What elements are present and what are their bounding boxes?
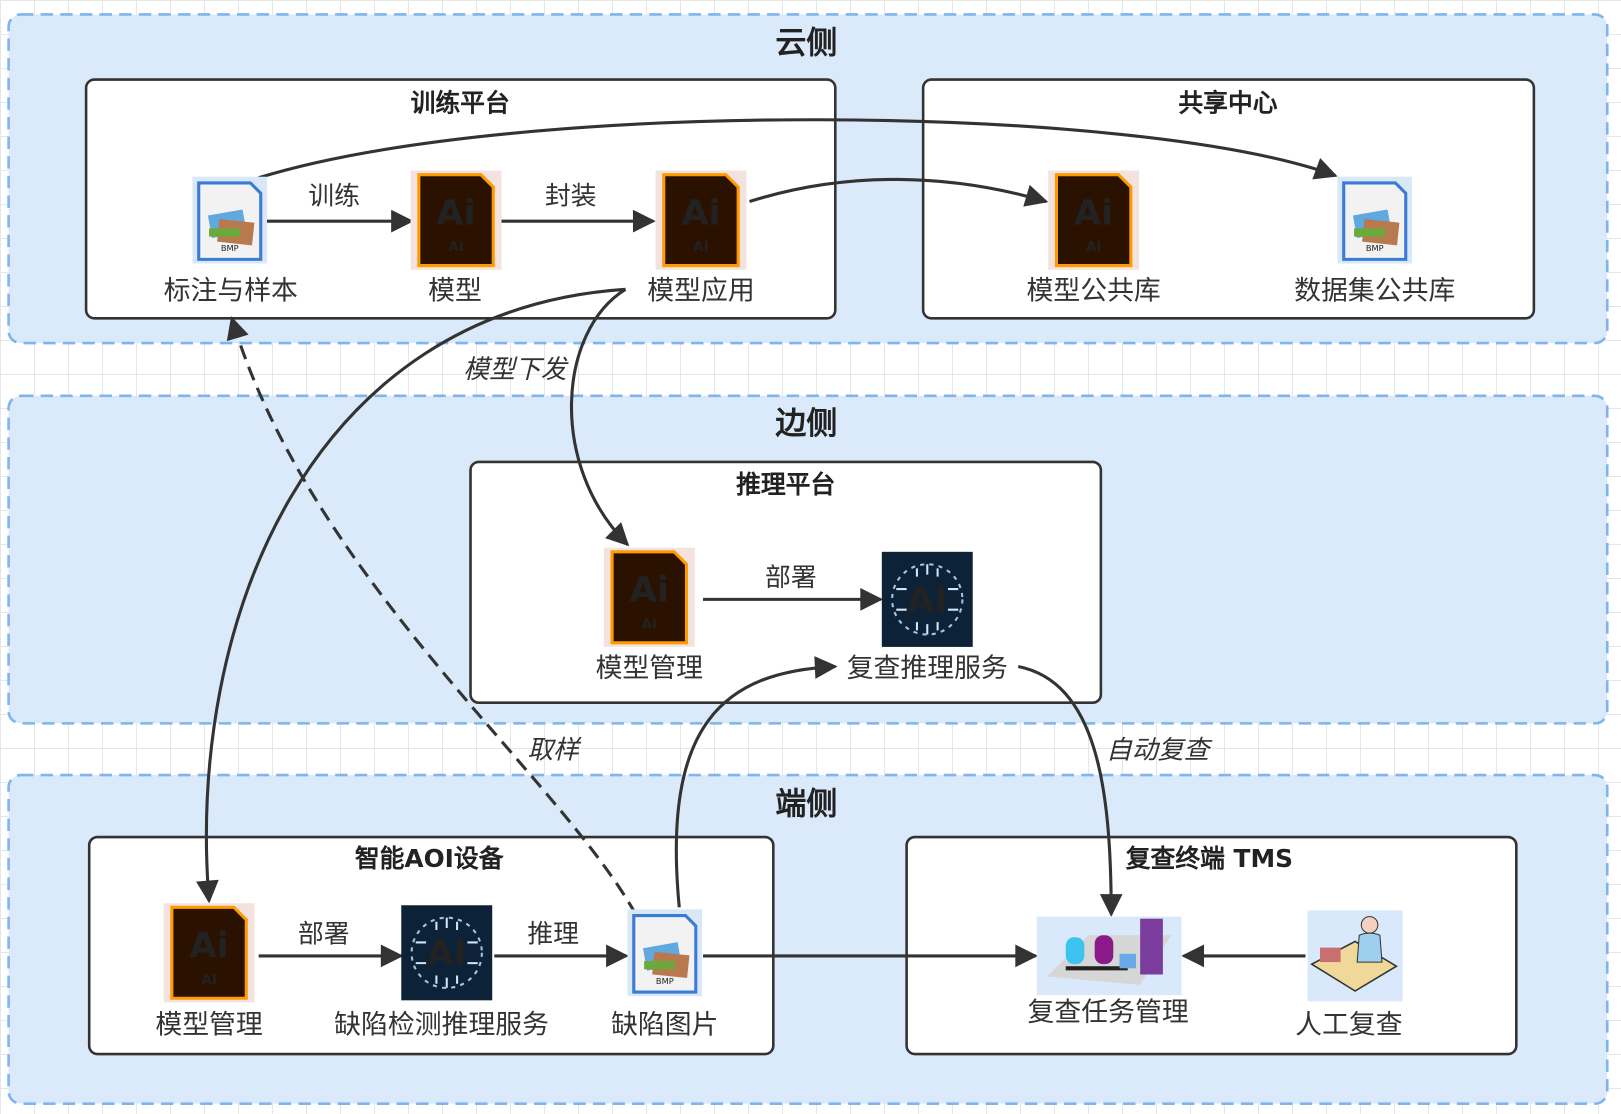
svg-text:BMP: BMP [656,976,674,986]
edge-package-label: 封装 [545,182,597,212]
node-model-lib-label: 模型公共库 [1027,276,1161,307]
svg-text:BMP: BMP [1366,243,1384,253]
aoi-device-title: 智能AOI设备 [355,844,505,873]
edge-samples-to-dataset-lib [258,118,1338,180]
svg-text:AI: AI [427,933,467,974]
svg-text:AI: AI [642,617,657,632]
svg-text:BMP: BMP [221,243,239,253]
svg-text:Ai: Ai [436,192,475,233]
ai-chip-defect-infer-icon: AI [400,904,494,1002]
edge-dispatch-label: 模型下发 [463,355,568,385]
node-edge-model-mgmt-label: 模型管理 [596,653,703,684]
node-samples-label: 标注与样本 [164,276,298,307]
edge-sampling-label: 取样 [527,736,582,766]
bmp-defect-image-icon: BMP [626,907,704,998]
node-manual-review-label: 人工复查 [1295,1009,1402,1040]
edge-zone-title: 边侧 [775,406,837,442]
node-model-label: 模型 [428,276,482,307]
node-review-infer-label: 复查推理服务 [847,653,1008,684]
edge-auto-review [1017,665,1123,917]
edge-deploy-edge-label: 部署 [765,563,817,593]
edge-app-to-model-lib [749,177,1049,207]
svg-text:Ai: Ai [681,192,720,233]
inference-platform-title: 推理平台 [736,470,835,499]
edge-deploy-end-label: 部署 [298,919,350,949]
ai-chip-review-infer-icon: AI [880,550,974,648]
bmp-dataset-icon: BMP [1335,175,1414,266]
edge-dispatch-end [196,287,626,904]
edge-train-label: 训练 [308,182,360,212]
end-zone-title: 端侧 [775,786,837,822]
svg-text:Ai: Ai [1074,192,1113,233]
server-network-icon [1036,916,1182,996]
edge-dispatch-edge [569,288,630,547]
training-platform-title: 训练平台 [411,89,510,118]
bmp-file-icon: BMP [190,175,269,266]
node-end-model-mgmt-label: 模型管理 [155,1009,262,1040]
cloud-zone-title: 云侧 [775,26,837,62]
svg-text:AI: AI [448,240,463,255]
svg-text:Ai: Ai [630,569,669,610]
person-at-desk-icon [1307,910,1403,1002]
edge-defect-to-review-infer [674,656,838,908]
edge-auto-review-label: 自动复查 [1106,736,1212,766]
node-review-task-label: 复查任务管理 [1028,997,1189,1028]
edge-sampling [226,316,638,916]
node-dataset-lib-label: 数据集公共库 [1294,276,1455,307]
svg-text:AI: AI [1086,240,1101,255]
node-model-app-label: 模型应用 [647,276,754,307]
node-defect-img-label: 缺陷图片 [611,1009,718,1040]
svg-text:AI: AI [907,580,947,621]
svg-text:AI: AI [201,973,216,988]
svg-text:AI: AI [693,240,708,255]
svg-text:Ai: Ai [189,925,228,966]
tms-title: 复查终端 TMS [1126,844,1293,873]
node-defect-infer-label: 缺陷检测推理服务 [334,1009,549,1040]
edge-infer-label: 推理 [527,919,579,949]
share-center-title: 共享中心 [1178,89,1277,118]
